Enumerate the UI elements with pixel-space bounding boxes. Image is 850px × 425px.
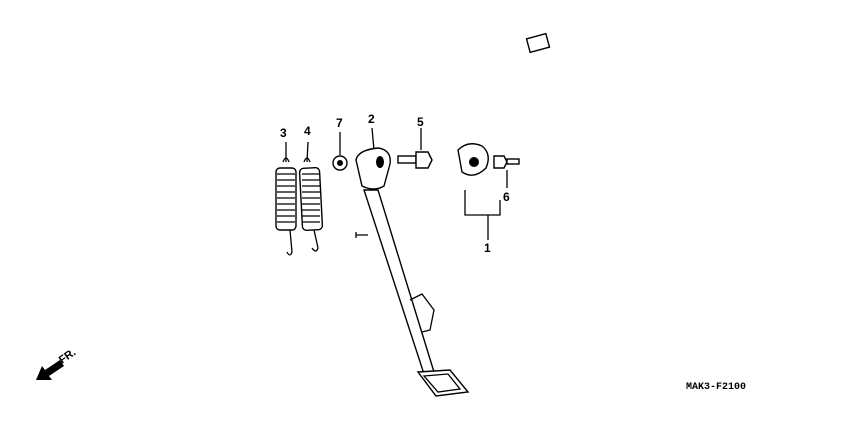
nut-7 bbox=[332, 132, 348, 171]
bolt-6 bbox=[493, 155, 520, 188]
side-stand-switch-1 bbox=[445, 32, 551, 240]
callout-6: 6 bbox=[503, 190, 510, 204]
diagram-code: MAK3-F2100 bbox=[686, 382, 746, 393]
callout-7: 7 bbox=[336, 116, 343, 130]
callout-1: 1 bbox=[484, 241, 491, 255]
side-stand-2 bbox=[355, 127, 470, 397]
callout-2: 2 bbox=[368, 112, 375, 126]
front-direction-arrow-icon: FR. bbox=[36, 346, 78, 380]
pivot-bolt-5 bbox=[397, 128, 433, 169]
callout-5: 5 bbox=[417, 115, 424, 129]
spring-4 bbox=[298, 141, 324, 252]
callout-4: 4 bbox=[304, 124, 311, 138]
spring-3 bbox=[275, 142, 297, 256]
callout-3: 3 bbox=[280, 126, 287, 140]
